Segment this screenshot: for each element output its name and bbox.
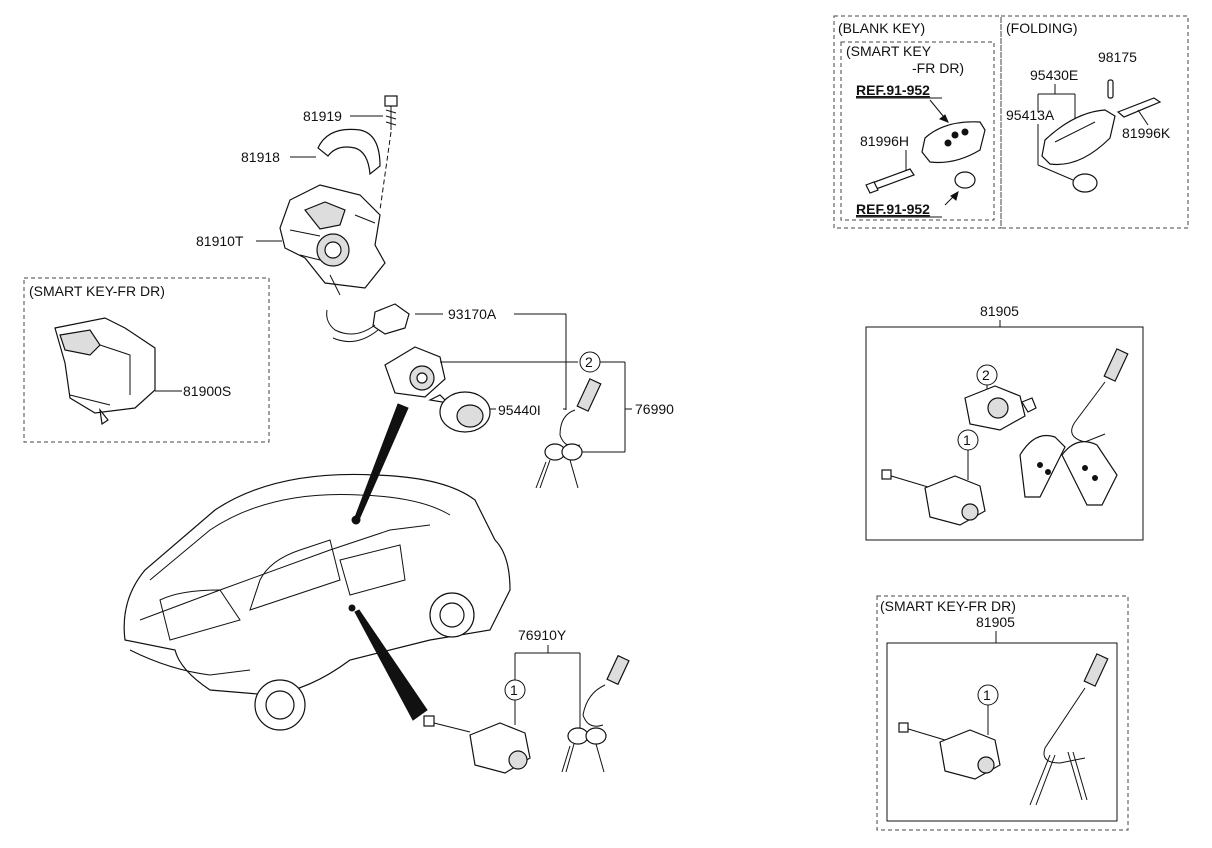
- part-95430E-label: 95430E: [1030, 67, 1078, 83]
- folding-label: (FOLDING): [1006, 20, 1078, 36]
- smart-key-pair-kit: [1019, 348, 1129, 506]
- part-95413A-label: 95413A: [1006, 107, 1055, 123]
- harness-93170A: [326, 303, 410, 343]
- part-98175-label: 98175: [1098, 49, 1137, 65]
- door-lock-kit: [881, 469, 986, 526]
- bracket-81918: [317, 128, 381, 176]
- kit-81905-box: [865, 326, 1144, 541]
- vehicle-illustration: [123, 473, 511, 731]
- part-81919-label: 81919: [303, 108, 342, 124]
- part-81905-label-b: 81905: [976, 614, 1015, 630]
- smart-key-inner-box: [840, 41, 995, 221]
- smart-key-blades-kit: [1029, 653, 1109, 806]
- ref-91-952-bottom: REF.91-952: [856, 201, 930, 217]
- part-95440I-label: 95440I: [498, 402, 541, 418]
- screw-81919: [379, 95, 398, 211]
- coin-battery: [954, 171, 976, 189]
- part-81996H-label: 81996H: [860, 133, 909, 149]
- part-93170A-label: 93170A: [448, 306, 497, 322]
- smart-key-fr-dr-left-box: [23, 277, 270, 443]
- start-button-95440I: [428, 391, 491, 433]
- smart-key-bottom-label: (SMART KEY-FR DR): [880, 598, 1016, 614]
- folding-box: [1000, 15, 1189, 229]
- marker-2-label: 2: [585, 354, 593, 370]
- part-81905-label-a: 81905: [980, 303, 1019, 319]
- pin-98175: [1107, 79, 1114, 99]
- pointer-to-ignition: [353, 403, 409, 523]
- door-lock-76910Y: [423, 715, 531, 774]
- ignition-cylinder-kit: [964, 385, 1037, 431]
- emergency-key-81996H: [865, 168, 915, 194]
- part-81910T-label: 81910T: [196, 233, 244, 249]
- smart-key-inner-label-2: -FR DR): [912, 60, 964, 76]
- blank-key-label: (BLANK KEY): [838, 20, 925, 36]
- ref-91-952-top: REF.91-952: [856, 82, 930, 98]
- smart-key-fr-dr-left-label: (SMART KEY-FR DR): [29, 283, 165, 299]
- smart-key-fob: [921, 121, 986, 164]
- marker-1-label: 1: [510, 682, 518, 698]
- part-81900S-label: 81900S: [183, 383, 231, 399]
- battery-95413A: [1072, 173, 1098, 193]
- marker-1b-label: 1: [963, 432, 971, 448]
- steering-lock-81910T: [279, 184, 386, 296]
- marker-1c-label: 1: [983, 687, 991, 703]
- part-81918-label: 81918: [241, 149, 280, 165]
- folding-key-fob-95430E: [1041, 109, 1116, 166]
- key-blade-81996K: [1116, 97, 1162, 118]
- marker-2b-label: 2: [982, 367, 990, 383]
- smart-key-bottom-box: [876, 595, 1129, 831]
- part-76990-label: 76990: [635, 401, 674, 417]
- part-81996K-label: 81996K: [1122, 125, 1171, 141]
- smart-key-module-81900S: [54, 317, 156, 426]
- door-lock-smart-kit: [898, 722, 1001, 780]
- blank-key-box: [833, 15, 1002, 229]
- key-set-76990: [535, 378, 602, 489]
- smart-key-inner-label-1: (SMART KEY: [846, 43, 932, 59]
- ignition-cylinder: [384, 346, 446, 398]
- key-set-76910Y: [561, 654, 630, 773]
- part-76910Y-label: 76910Y: [518, 627, 567, 643]
- kit-81905-smart-box: [886, 642, 1118, 822]
- pointer-to-door-lock: [354, 609, 428, 721]
